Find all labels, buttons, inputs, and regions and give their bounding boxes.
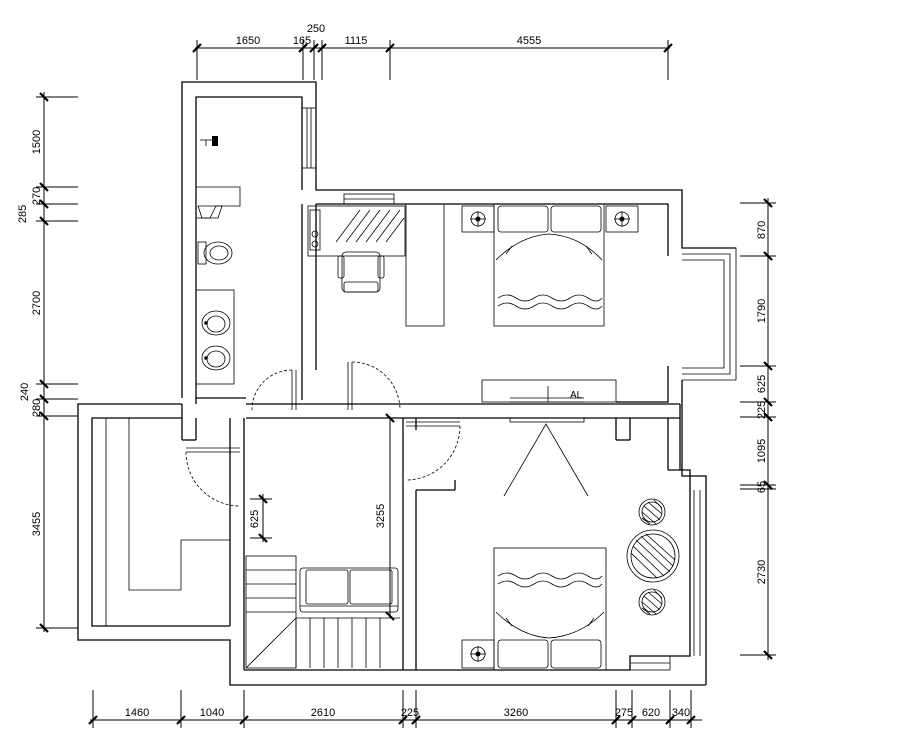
dim-top-4: 1115	[345, 35, 368, 47]
dim-right-4: 225	[756, 401, 768, 419]
dim-bottom-7: 620	[642, 707, 660, 719]
dim-right-3: 625	[756, 375, 768, 393]
second-bedroom-furniture	[461, 417, 680, 671]
dim-top-2: 165	[293, 35, 311, 47]
stool-icon-2	[638, 588, 666, 616]
nightstand-lamp-icon-3	[461, 639, 495, 669]
dim-bottom-1: 1460	[125, 707, 149, 719]
dimension-labels: 1650 165 250 1115 4555 1460 1040 2610 22…	[17, 23, 768, 719]
nightstand-lamp-icon-2	[605, 205, 639, 233]
dim-bottom-5: 3260	[504, 707, 528, 719]
dimension-lines	[36, 40, 776, 728]
dim-bottom-2: 1040	[200, 707, 224, 719]
dim-left-1: 1500	[31, 130, 43, 154]
dim-left-2: 270	[31, 187, 43, 205]
dim-right-6: 65	[756, 481, 768, 493]
round-table-icon	[626, 529, 680, 583]
sink-icon	[201, 310, 231, 336]
dim-bottom-8: 340	[672, 707, 690, 719]
dim-left-7: 3455	[31, 512, 43, 536]
dim-right-1: 870	[756, 221, 768, 239]
double-bed-icon	[493, 203, 605, 327]
sink-icon-2	[201, 345, 231, 371]
walls	[77, 81, 736, 686]
dim-right-5: 1095	[756, 439, 768, 463]
stair-room-furniture	[245, 555, 400, 669]
windows	[301, 107, 737, 671]
dim-bottom-4: 225	[401, 707, 419, 719]
dim-right-2: 1790	[756, 299, 768, 323]
dim-inner-625: 625	[249, 510, 261, 528]
desk	[307, 205, 406, 257]
chair-icon	[337, 251, 385, 293]
toilet-icon	[197, 241, 233, 265]
dim-bottom-6: 275	[615, 707, 633, 719]
nightstand-lamp-icon	[461, 205, 495, 233]
dim-left-3: 285	[17, 205, 29, 223]
dim-bottom-3: 2610	[311, 707, 335, 719]
sofa-icon	[299, 567, 399, 613]
dim-left-5: 240	[19, 383, 31, 401]
tv-mark-label: AL	[570, 390, 583, 401]
doors	[185, 361, 461, 507]
tv-cabinet: AL	[481, 379, 617, 403]
dim-top-1: 1650	[236, 35, 260, 47]
dim-left-6: 280	[31, 399, 43, 417]
master-bedroom-furniture: AL	[307, 203, 639, 403]
shower-icon	[200, 136, 218, 146]
dim-right-7: 2730	[756, 560, 768, 584]
dim-top-3: 250	[307, 23, 325, 35]
stool-icon	[638, 498, 666, 526]
dim-inner-3255: 3255	[375, 504, 387, 528]
staircase	[245, 555, 400, 669]
dim-top-5: 4555	[517, 35, 541, 47]
bathroom-fixtures	[195, 136, 241, 385]
double-bed-icon-2	[493, 547, 607, 671]
dim-left-4: 2700	[31, 291, 43, 315]
